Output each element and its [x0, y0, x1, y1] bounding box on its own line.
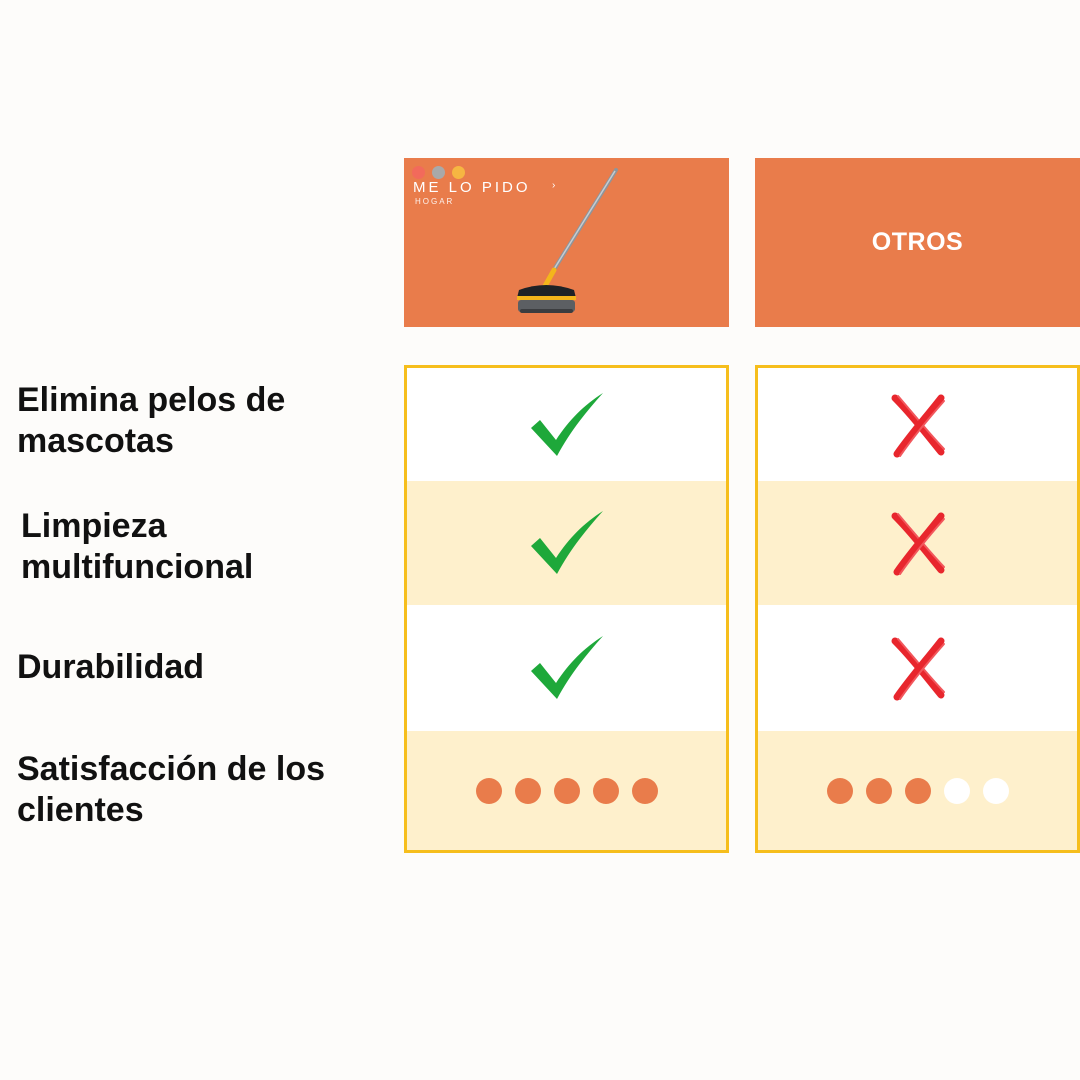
others-column [755, 365, 1080, 853]
feature-label-line: Limpieza [21, 507, 167, 545]
rating-dot-filled [553, 777, 580, 804]
brand-mark: › [552, 180, 556, 191]
feature-label-line: Satisfacción de los [17, 750, 325, 788]
cross-icon [891, 512, 945, 576]
brand-name: ME LO PIDO [413, 179, 531, 196]
brand-cell-multifunctional [407, 481, 726, 605]
feature-label-line: mascotas [17, 422, 174, 460]
cross-icon [891, 394, 945, 457]
others-cell-durability [758, 605, 1077, 731]
brand-header: ME LO PIDO › HOGAR [404, 158, 729, 327]
feature-label-line: multifuncional [21, 548, 254, 586]
rating-dot-empty [982, 777, 1009, 804]
feature-label-line: Durabilidad [17, 648, 205, 686]
cross-icon [891, 637, 945, 701]
brand-cell-pet-hair [407, 368, 726, 481]
others-cell-pet-hair [758, 368, 1077, 481]
feature-label-line: clientes [17, 791, 144, 829]
brand-cell-durability [407, 605, 726, 731]
rating-dot-filled [865, 777, 892, 804]
brand-tagline: HOGAR [415, 197, 455, 206]
others-rating [826, 777, 1009, 804]
feature-label-line: Elimina pelos de [17, 381, 286, 419]
broom-icon [517, 168, 618, 313]
others-header: OTROS [755, 158, 1080, 327]
others-title: OTROS [871, 228, 964, 256]
others-cell-satisfaction [758, 731, 1077, 850]
rating-dot-filled [631, 777, 658, 804]
brand-column [404, 365, 729, 853]
brand-rating [475, 777, 658, 804]
rating-dot-empty [943, 777, 970, 804]
rating-dot-filled [826, 777, 853, 804]
feature-label-satisfaction: Satisfacción de los clientes [17, 749, 325, 831]
feature-label-multifunctional: Limpieza multifuncional [21, 506, 253, 588]
check-icon [530, 392, 603, 456]
rating-dot-filled [514, 777, 541, 804]
feature-label-pet-hair: Elimina pelos de mascotas [17, 380, 285, 462]
logo-dot-gray [432, 166, 445, 179]
check-icon [530, 636, 603, 699]
logo-dot-yellow [452, 166, 465, 179]
check-icon [530, 511, 603, 574]
rating-dot-filled [475, 777, 502, 804]
rating-dot-filled [904, 777, 931, 804]
logo-dot-red [412, 166, 425, 179]
brand-cell-satisfaction [407, 731, 726, 850]
brand-logo-dots [412, 166, 465, 179]
others-cell-multifunctional [758, 481, 1077, 605]
rating-dot-filled [592, 777, 619, 804]
feature-label-durability: Durabilidad [17, 647, 204, 688]
